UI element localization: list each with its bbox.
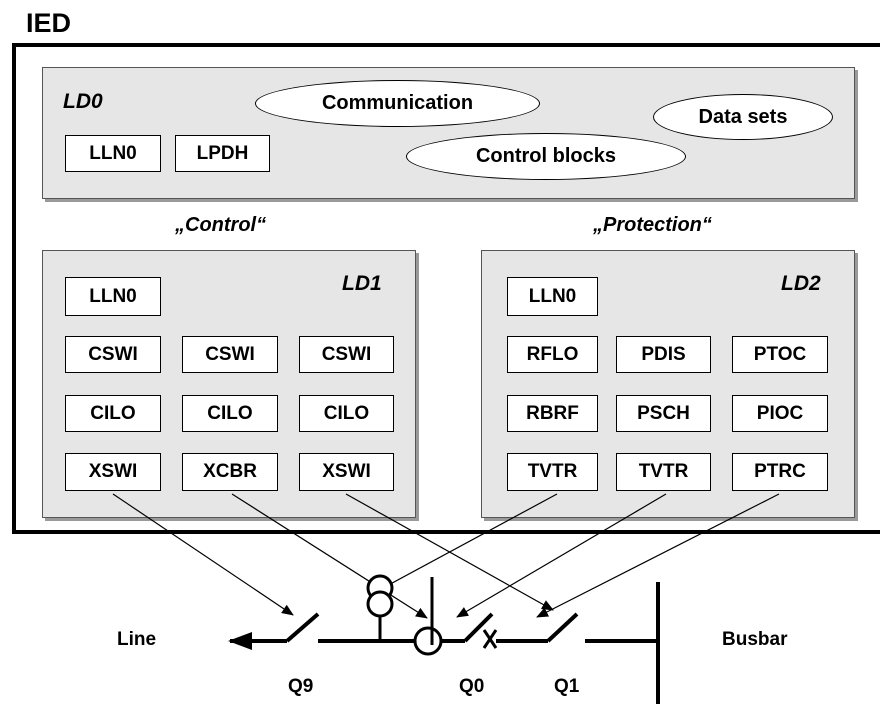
- communication-service: Communication: [255, 80, 540, 127]
- ld1-node: XSWI: [299, 453, 394, 491]
- busbar-label: Busbar: [722, 629, 788, 650]
- ied-frame: [12, 43, 880, 534]
- ld1-lln0: LLN0: [65, 277, 161, 316]
- control-blocks-service: Control blocks: [406, 133, 686, 180]
- ld2-node: PTRC: [732, 453, 828, 491]
- voltage-transformer-icon: [366, 590, 394, 618]
- q0-label: Q0: [459, 676, 485, 697]
- tvtr-vt-line: [369, 493, 558, 596]
- current-transformer-icon: [413, 626, 443, 656]
- ld1-node: CSWI: [182, 336, 278, 373]
- xcbr-q0-arrow: [231, 493, 428, 619]
- xswi-q9-arrow: [112, 493, 294, 616]
- q9-disconnector: [285, 612, 320, 643]
- q0-breaker: [463, 612, 494, 643]
- ld2-node: PSCH: [616, 395, 711, 432]
- ld1-node: CSWI: [65, 336, 161, 373]
- ld1-node: XCBR: [182, 453, 278, 491]
- ied-title: IED: [26, 8, 72, 38]
- ld2-node: PTOC: [732, 336, 828, 373]
- ld0-node-lln0: LLN0: [65, 135, 161, 172]
- ld2-node: TVTR: [616, 453, 711, 491]
- q1-label: Q1: [554, 676, 580, 697]
- q9-label: Q9: [288, 676, 314, 697]
- ld2-label: LD2: [781, 272, 821, 295]
- ld1-node: CILO: [299, 395, 394, 432]
- ld2-lln0: LLN0: [507, 277, 598, 316]
- data-sets-service: Data sets: [653, 94, 833, 140]
- control-section-label: „Control“: [175, 214, 267, 236]
- protection-section-label: „Protection“: [593, 214, 712, 236]
- ld2-node: PDIS: [616, 336, 711, 373]
- tvtr-ct-arrow: [456, 493, 667, 618]
- ld2-node: TVTR: [507, 453, 598, 491]
- ld2-node: RFLO: [507, 336, 598, 373]
- ld1-node: CILO: [182, 395, 278, 432]
- ld1-label: LD1: [342, 272, 382, 295]
- ld0-node-lpdh: LPDH: [175, 135, 270, 172]
- ld1-node: XSWI: [65, 453, 161, 491]
- q1-disconnector: [546, 612, 579, 643]
- breaker-cross-icon: [482, 629, 498, 649]
- ld1-node: CILO: [65, 395, 161, 432]
- ld1-node: CSWI: [299, 336, 394, 373]
- ld0-label: LD0: [63, 90, 103, 113]
- ld2-node: PIOC: [732, 395, 828, 432]
- ptrc-q0-arrow: [536, 493, 780, 618]
- ld2-node: RBRF: [507, 395, 598, 432]
- line-label: Line: [117, 629, 157, 650]
